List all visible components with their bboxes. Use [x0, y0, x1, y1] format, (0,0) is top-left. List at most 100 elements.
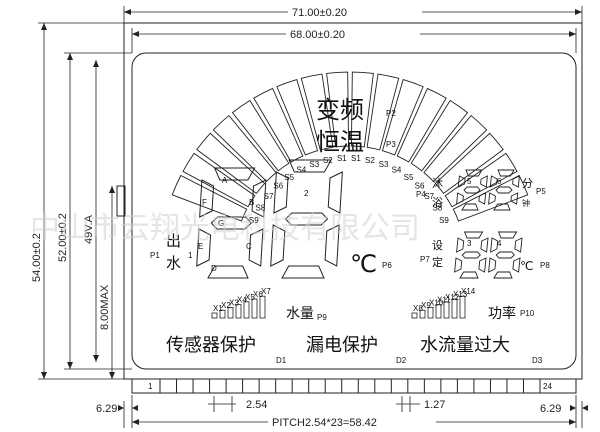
bargraph-bar: [243, 301, 250, 319]
segment-c: [324, 224, 340, 267]
arc-segment-label: S2: [323, 156, 333, 165]
segment-c: [478, 192, 487, 205]
dim-pin-spacing: 2.54: [246, 399, 267, 411]
seg-label-b: B: [249, 198, 254, 207]
bargraph-bar: [443, 301, 450, 319]
segment-c: [512, 257, 521, 273]
bargraph-label: X12: [445, 293, 460, 302]
segment-g: [210, 216, 253, 230]
segment-a: [288, 159, 332, 173]
mode-variable-frequency: 变频: [316, 96, 364, 124]
arc-segment-label: S6: [273, 182, 283, 191]
bargraph-label: X14: [461, 287, 476, 296]
segment-e: [456, 192, 464, 205]
arc-segment-label: S9: [439, 216, 449, 225]
segment-a: [465, 169, 483, 177]
side-tab: [116, 185, 126, 217]
small-d5-label: 5: [467, 177, 472, 186]
segment-c: [510, 192, 519, 205]
arc-segment: [300, 73, 334, 151]
pin-first-label: 1: [148, 382, 153, 391]
arc-segment: [423, 114, 488, 183]
segment-b: [480, 175, 488, 188]
small-p7: P7: [420, 255, 430, 264]
segment-g: [495, 251, 515, 259]
arc-segment: [196, 132, 266, 195]
arc-segment-label: S8: [433, 203, 443, 212]
arc-segment: [452, 174, 529, 222]
segment-f: [490, 237, 499, 253]
seg-label-c: C: [246, 242, 252, 251]
arc-segment: [396, 87, 447, 163]
bargraph-label: X9: [421, 301, 431, 310]
bargraph-bar: [251, 298, 258, 319]
bargraph-bar: [435, 304, 442, 319]
bargraph-label: X2: [221, 301, 231, 310]
segment-b: [251, 179, 267, 218]
segment-g: [463, 186, 481, 194]
segment-e: [196, 228, 212, 267]
seg-label-e: E: [198, 242, 203, 251]
arc-segment: [253, 87, 304, 163]
view-area: [131, 52, 577, 370]
bath-1: 沐: [432, 177, 443, 190]
small-d3-label: 3: [467, 239, 472, 248]
outer-frame: [123, 22, 583, 380]
arc-segment: [231, 99, 290, 172]
segment-b: [512, 175, 520, 188]
segment-f: [199, 179, 215, 218]
dim-view-height: 52.00±0.2: [57, 213, 69, 262]
dim-left-margin: 6.29: [96, 403, 117, 415]
segment-e: [454, 257, 463, 273]
power-p10: P10: [520, 309, 535, 318]
warning-leakage: 漏电保护: [306, 335, 378, 356]
small-celsius: ℃: [520, 259, 533, 273]
arc-bargraph: [171, 71, 529, 222]
arc-segment: [276, 79, 319, 156]
arc-segment: [410, 99, 469, 172]
arc-segment-label: S7: [264, 192, 274, 201]
water-volume-label: 水量: [286, 306, 314, 322]
big-p6: P6: [382, 261, 392, 270]
segment-b: [327, 171, 343, 214]
segment-f: [489, 175, 498, 188]
bargraph-bar: [219, 309, 226, 319]
seg-label-d: D: [211, 264, 217, 273]
outlet-label-2: 水: [166, 254, 181, 272]
arc-segment-label: S4: [392, 166, 402, 175]
segment-d: [493, 271, 513, 279]
arc-segment: [434, 132, 504, 195]
bargraph-bar: [427, 306, 434, 319]
segment-d: [207, 265, 249, 279]
bargraph-bar: [419, 309, 426, 319]
pins: [159, 379, 541, 393]
arc-segment-label: S8: [255, 203, 265, 212]
seg-label-a: A: [222, 176, 228, 185]
warning-flow: 水流量过大: [420, 335, 510, 356]
bargraphs: [211, 295, 466, 319]
arc-segment: [171, 174, 248, 222]
small-d6-label: 6: [497, 177, 502, 186]
arc-segment-label: S3: [309, 160, 319, 169]
arc-segment-label: S6: [415, 182, 425, 191]
segment-d: [461, 203, 479, 211]
segment-e: [488, 257, 497, 273]
arc-segment: [366, 73, 400, 151]
water-volume-p9: P9: [317, 313, 327, 322]
segment-a: [463, 231, 484, 239]
bargraph-bar: [459, 295, 466, 319]
segment-a: [213, 167, 256, 181]
small-digits: [454, 169, 523, 279]
dim-view-width: 68.00±0.20: [290, 29, 345, 41]
segment-e: [488, 192, 496, 205]
big-digits: [196, 159, 343, 279]
segment-a: [497, 169, 515, 177]
bargraph-label: X10: [429, 298, 444, 307]
bargraph-bar: [211, 312, 218, 319]
digit-2-label: 2: [304, 189, 309, 198]
bargraph-label: X8: [413, 304, 423, 313]
segment-f: [456, 237, 465, 253]
seg-label-f: F: [202, 198, 207, 207]
bargraph-bar: [411, 312, 418, 319]
